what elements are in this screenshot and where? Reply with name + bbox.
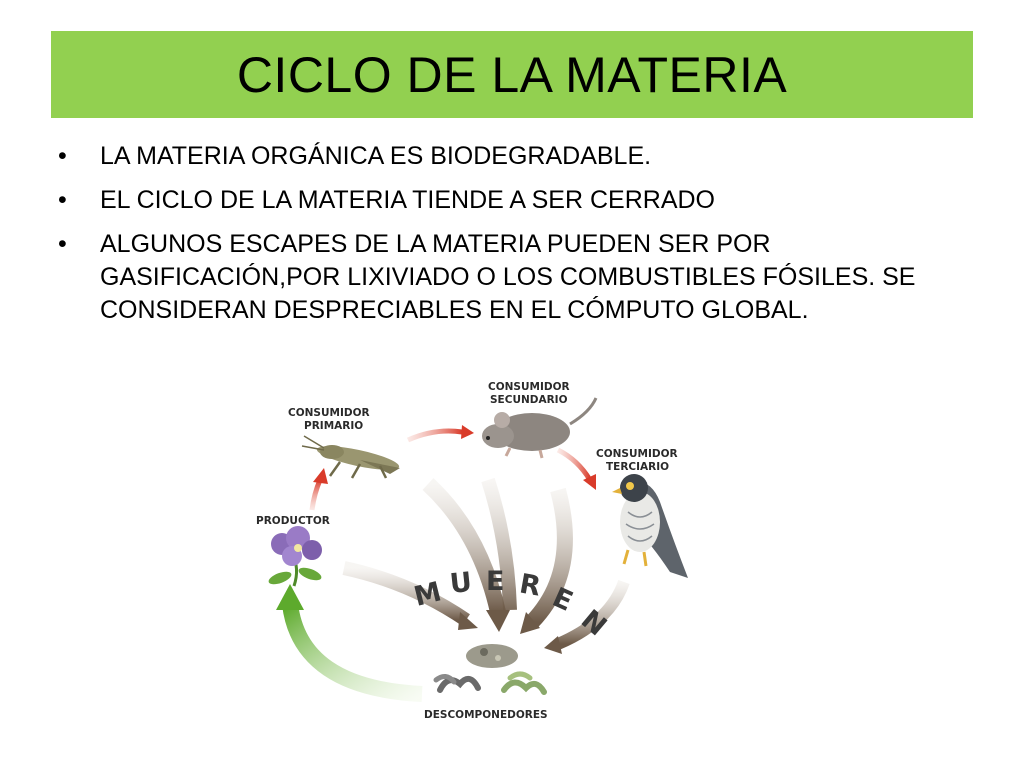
arrow-producer-dies <box>342 561 470 626</box>
arrow-primary-dies <box>422 478 506 614</box>
bullet-icon: • <box>58 230 67 258</box>
mueren-letter: U <box>448 567 473 600</box>
bullet-text: ALGUNOS ESCAPES DE LA MATERIA PUEDEN SER… <box>100 230 916 324</box>
label-consumidor-primario-2: PRIMARIO <box>304 420 363 432</box>
bullet-icon: • <box>58 186 67 214</box>
arrow-producer-to-primary <box>309 479 323 511</box>
label-consumidor-terciario-2: TERCIARIO <box>606 461 669 473</box>
arrow-secondary-to-tertiary <box>556 447 593 482</box>
bullet-icon: • <box>58 142 67 170</box>
bullet-text: LA MATERIA ORGÁNICA ES BIODEGRADABLE. <box>100 142 652 170</box>
grasshopper-icon <box>301 435 400 479</box>
arrow-primary-to-secondary <box>406 428 463 443</box>
label-consumidor-secundario: CONSUMIDOR <box>488 381 570 393</box>
falcon-icon <box>612 474 688 578</box>
label-consumidor-primario: CONSUMIDOR <box>288 407 370 419</box>
bullet-item: • EL CICLO DE LA MATERIA TIENDE A SER CE… <box>58 184 978 217</box>
bullet-item: • LA MATERIA ORGÁNICA ES BIODEGRADABLE. <box>58 140 978 173</box>
death-arrows <box>342 477 630 654</box>
flower-icon <box>268 526 322 587</box>
title-bar: CICLO DE LA MATERIA <box>51 31 973 118</box>
mouse-icon <box>482 397 598 459</box>
bullet-list: • LA MATERIA ORGÁNICA ES BIODEGRADABLE. … <box>58 140 978 338</box>
label-consumidor-secundario-2: SECUNDARIO <box>490 394 568 406</box>
arrow-secondary-dies <box>481 477 517 611</box>
label-productor: PRODUCTOR <box>256 515 330 527</box>
mueren-letter: E <box>486 566 504 597</box>
mueren-letter: R <box>517 568 543 602</box>
bullet-text: EL CICLO DE LA MATERIA TIENDE A SER CERR… <box>100 186 715 214</box>
mueren-letter: M <box>411 576 445 613</box>
slide-title: CICLO DE LA MATERIA <box>236 46 788 103</box>
arrow-right-dies <box>555 579 630 650</box>
food-chain-arrows <box>309 425 596 511</box>
matter-cycle-diagram: M U E R E N CONSUMIDOR PRIMARIO CONSUMID… <box>256 381 688 721</box>
arrow-tertiary-dies <box>526 487 573 628</box>
nutrient-return-arrow <box>276 584 423 702</box>
label-descomponedores: DESCOMPONEDORES <box>424 709 548 721</box>
label-consumidor-terciario: CONSUMIDOR <box>596 448 678 460</box>
bullet-item: • ALGUNOS ESCAPES DE LA MATERIA PUEDEN S… <box>58 228 978 327</box>
decomposers-icon <box>433 644 547 695</box>
